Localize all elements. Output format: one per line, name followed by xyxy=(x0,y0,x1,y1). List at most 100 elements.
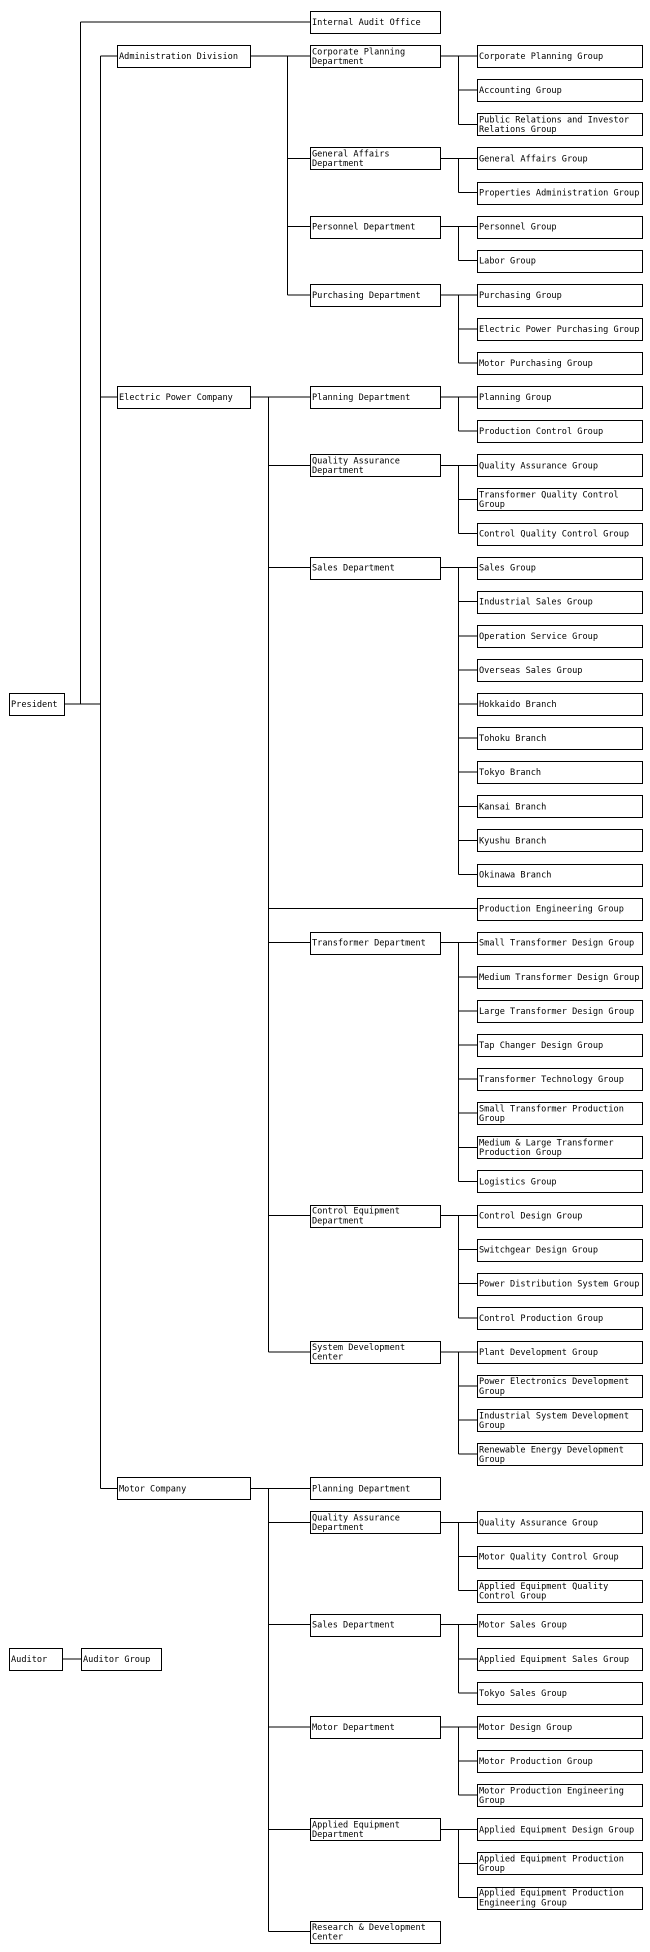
group-electric-power-company-production-engineering-group: Production Engineering Group xyxy=(477,898,643,921)
department-administration-division-purchasing-department: Purchasing Department xyxy=(310,284,441,307)
group-switchgear-design-group-box xyxy=(477,1239,643,1262)
group-motor-purchasing-group-box xyxy=(477,352,643,375)
group-general-affairs-group-label: General Affairs Group xyxy=(479,154,588,164)
group-motor-purchasing-group: Motor Purchasing Group xyxy=(477,352,643,375)
group-industrial-sales-group-label: Industrial Sales Group xyxy=(479,598,593,608)
department-motor-company-research-and-development-center-box xyxy=(310,1921,441,1944)
group-motor-design-group-label: Motor Design Group xyxy=(479,1723,572,1733)
group-motor-design-group: Motor Design Group xyxy=(477,1716,643,1739)
group-control-production-group-label: Control Production Group xyxy=(479,1314,603,1324)
auditor-label: Auditor xyxy=(11,1655,47,1665)
group-tokyo-sales-group-box xyxy=(477,1682,643,1705)
group-medium-transformer-design-group-label: Medium Transformer Design Group xyxy=(479,973,639,983)
department-electric-power-company-planning-department: Planning Department xyxy=(310,386,441,409)
auditor: Auditor xyxy=(9,1648,63,1671)
group-accounting-group: Accounting Group xyxy=(477,79,643,102)
group-corporate-planning-group-box xyxy=(477,45,643,68)
group-kansai-branch-label: Kansai Branch xyxy=(479,802,546,812)
group-small-transformer-design-group-box xyxy=(477,932,643,955)
group-properties-administration-group: Properties Administration Group xyxy=(477,182,643,205)
group-okinawa-branch: Okinawa Branch xyxy=(477,864,643,887)
group-motor-purchasing-group-label: Motor Purchasing Group xyxy=(479,359,593,369)
group-electric-power-purchasing-group-label: Electric Power Purchasing Group xyxy=(479,325,639,335)
group-production-control-group: Production Control Group xyxy=(477,420,643,443)
group-properties-administration-group-label: Properties Administration Group xyxy=(479,189,639,199)
division-administration-division: Administration Division xyxy=(117,45,251,68)
department-electric-power-company-planning-department-label: Planning Department xyxy=(312,393,410,403)
group-tokyo-sales-group-label: Tokyo Sales Group xyxy=(479,1689,567,1699)
internal-audit-office-label: Internal Audit Office xyxy=(312,18,421,28)
group-general-affairs-group-box xyxy=(477,147,643,170)
group-motor-production-group: Motor Production Group xyxy=(477,1750,643,1773)
group-motor-quality-control-group: Motor Quality Control Group xyxy=(477,1546,643,1569)
auditor-group-box xyxy=(81,1648,162,1671)
department-motor-company-planning-department: Planning Department xyxy=(310,1477,441,1500)
group-quality-assurance-group-box xyxy=(477,1511,643,1534)
group-sales-group-label: Sales Group xyxy=(479,564,536,574)
group-transformer-quality-control-group-box xyxy=(477,488,643,511)
group-personnel-group-box xyxy=(477,216,643,239)
department-electric-power-company-sales-department-label: Sales Department xyxy=(312,564,395,574)
group-accounting-group-box xyxy=(477,79,643,102)
group-electric-power-company-production-engineering-group-label: Production Engineering Group xyxy=(479,905,624,915)
group-applied-equipment-sales-group: Applied Equipment Sales Group xyxy=(477,1648,643,1671)
group-logistics-group-label: Logistics Group xyxy=(479,1177,557,1187)
group-tokyo-branch-box xyxy=(477,761,643,784)
group-personnel-group-label: Personnel Group xyxy=(479,223,557,233)
group-kansai-branch: Kansai Branch xyxy=(477,795,643,818)
group-power-distribution-system-group-box xyxy=(477,1273,643,1296)
auditor-box xyxy=(9,1648,63,1671)
group-electric-power-purchasing-group: Electric Power Purchasing Group xyxy=(477,318,643,341)
group-corporate-planning-group-label: Corporate Planning Group xyxy=(479,52,603,62)
group-power-electronics-development-group-box xyxy=(477,1375,643,1398)
group-small-transformer-design-group-label: Small Transformer Design Group xyxy=(479,939,634,949)
group-labor-group-label: Labor Group xyxy=(479,257,536,267)
department-electric-power-company-control-equipment-department-box xyxy=(310,1205,441,1228)
group-plant-development-group-label: Plant Development Group xyxy=(479,1348,598,1358)
department-motor-company-sales-department-label: Sales Department xyxy=(312,1621,395,1631)
group-applied-equipment-sales-group-label: Applied Equipment Sales Group xyxy=(479,1655,629,1665)
group-motor-design-group-box xyxy=(477,1716,643,1739)
group-control-quality-control-group-label: Control Quality Control Group xyxy=(479,530,629,540)
group-applied-equipment-sales-group-box xyxy=(477,1648,643,1671)
department-electric-power-company-transformer-department: Transformer Department xyxy=(310,932,441,955)
department-electric-power-company-transformer-department-box xyxy=(310,932,441,955)
group-kansai-branch-box xyxy=(477,795,643,818)
group-tohoku-branch: Tohoku Branch xyxy=(477,727,643,750)
group-control-design-group-label: Control Design Group xyxy=(479,1212,582,1222)
group-power-distribution-system-group: Power Distribution System Group xyxy=(477,1273,643,1296)
group-small-transformer-production-group-box xyxy=(477,1102,643,1125)
group-tokyo-branch: Tokyo Branch xyxy=(477,761,643,784)
group-kyushu-branch: Kyushu Branch xyxy=(477,829,643,852)
group-tohoku-branch-box xyxy=(477,727,643,750)
group-small-transformer-design-group: Small Transformer Design Group xyxy=(477,932,643,955)
group-motor-production-engineering-group-box xyxy=(477,1784,643,1807)
group-applied-equipment-production-group-box xyxy=(477,1852,643,1875)
department-administration-division-purchasing-department-label: Purchasing Department xyxy=(312,291,421,301)
group-applied-equipment-production-engineering-group-box xyxy=(477,1887,643,1910)
group-quality-assurance-group: Quality Assurance Group xyxy=(477,1511,643,1534)
group-tokyo-branch-label: Tokyo Branch xyxy=(479,768,541,778)
group-motor-sales-group-label: Motor Sales Group xyxy=(479,1621,567,1631)
